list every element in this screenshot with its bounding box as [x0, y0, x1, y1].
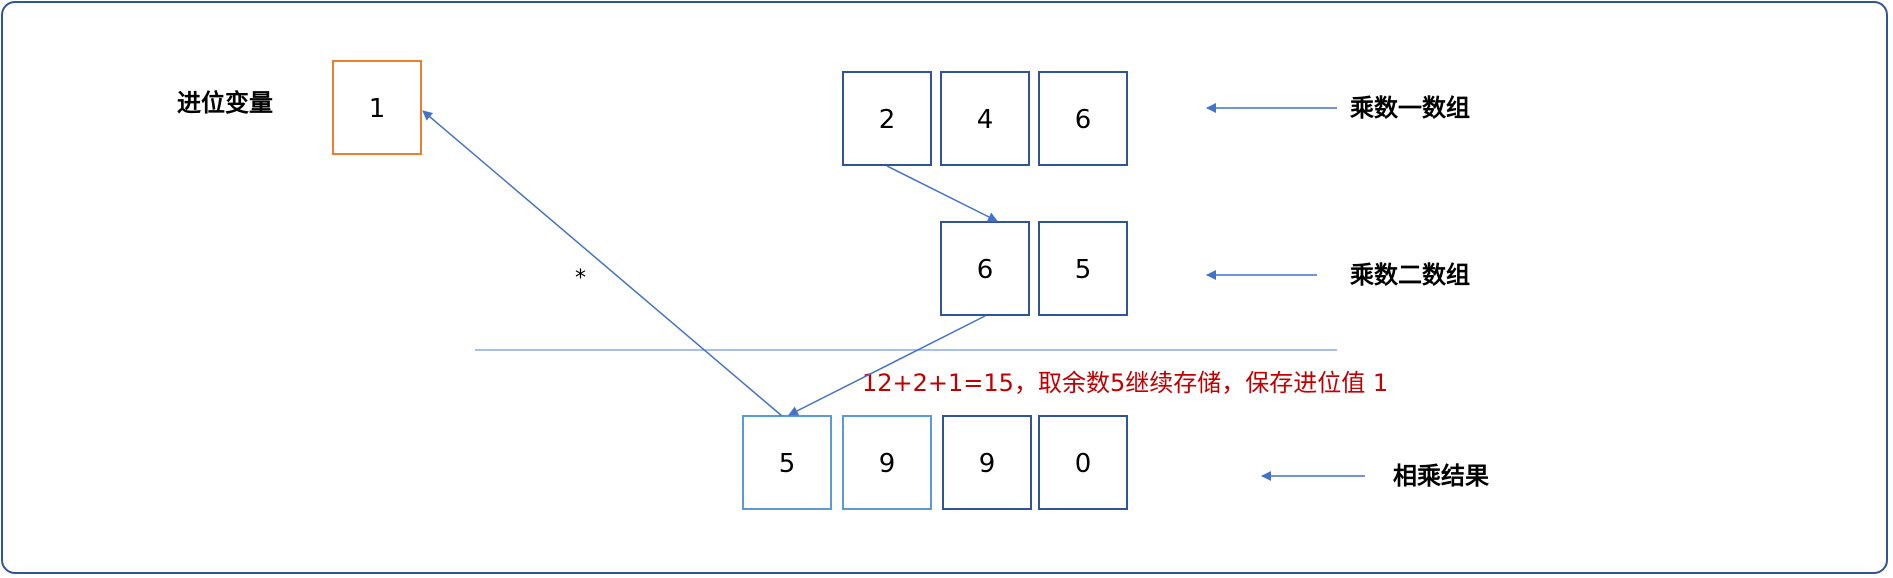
result-digit: 5 [779, 449, 796, 479]
carry-variable-box [332, 60, 422, 155]
multiplicand-box [940, 71, 1030, 166]
multiplier-box [940, 221, 1030, 316]
result-digit: 9 [979, 449, 996, 479]
multiply-operator: * [575, 266, 586, 291]
multiplicand-digit: 4 [977, 105, 994, 135]
carry-variable-value: 1 [369, 94, 386, 124]
result-box [742, 415, 832, 510]
multiplier-label: 乘数二数组 [1349, 261, 1470, 289]
carry-variable-label: 进位变量 [177, 89, 273, 117]
multiplicand-digit: 6 [1075, 105, 1092, 135]
result-label: 相乘结果 [1393, 462, 1489, 490]
multiplicand-array: 2 4 6 [842, 71, 1128, 166]
multiply-arrow [886, 165, 998, 222]
multiplicand-box [842, 71, 932, 166]
result-box [1038, 415, 1128, 510]
product-to-result-arrow [788, 315, 986, 416]
multiplicand-label: 乘数一数组 [1349, 94, 1470, 122]
result-array: 5 9 9 0 [742, 415, 1128, 510]
multiplier-box [1038, 221, 1128, 316]
multiplier-array: 6 5 [940, 221, 1128, 316]
multiplier-digit: 5 [1075, 255, 1092, 285]
result-box [942, 415, 1032, 510]
result-digit: 0 [1075, 449, 1092, 479]
carry-arrow [422, 110, 783, 417]
multiplicand-box [1038, 71, 1128, 166]
result-box [842, 415, 932, 510]
multiplier-digit: 6 [977, 255, 994, 285]
calculation-note: 12+2+1=15，取余数5继续存储，保存进位值 1 [862, 369, 1388, 397]
multiplicand-digit: 2 [879, 105, 896, 135]
result-digit: 9 [879, 449, 896, 479]
